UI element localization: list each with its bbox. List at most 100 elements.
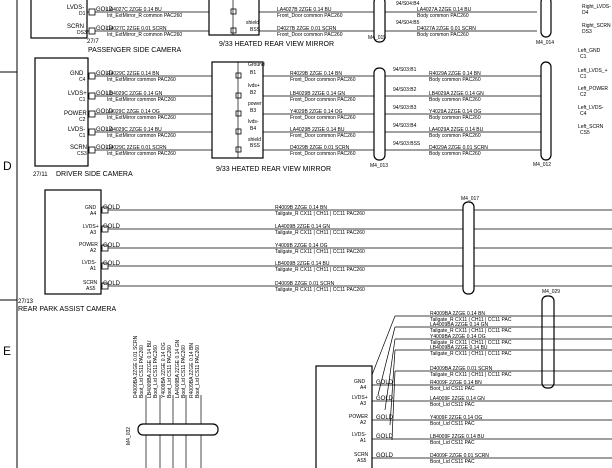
pin-sub: C2 <box>79 117 86 123</box>
component-id: 27/11 <box>33 172 48 178</box>
pin-sub: D1 <box>79 11 86 17</box>
pin-sub: CS3 <box>77 151 87 157</box>
passenger-camera-box[interactable] <box>30 0 88 39</box>
right-label: Right_SCRN <box>582 23 611 29</box>
wire-label: D4009F 2ZGE 0.01 SCRN <box>430 453 489 459</box>
right-label: Right_LVDS- <box>582 4 611 10</box>
right-label: Left_POWER <box>578 86 608 92</box>
splice-label: M4_029 <box>542 289 560 295</box>
right-sub: D4 <box>582 10 589 16</box>
wire-gold: GOLD <box>103 281 121 287</box>
wire-label: Y4009F 2ZGE 0.14 OG <box>430 415 482 421</box>
bss-label: BSS <box>250 27 261 33</box>
splice-m4-013[interactable] <box>373 67 386 161</box>
ground-label: Ground <box>248 62 265 68</box>
wire-label: Boot_Lid CS11 PAC <box>430 421 475 427</box>
right-sub: CS5 <box>580 130 590 136</box>
wire-label: LB4029A 2ZGE 0.14 GN <box>429 91 484 97</box>
wire-gold: GOLD <box>103 205 121 211</box>
wire-label: Tailgate_R CX11 | CH11 | CC11 PAC <box>430 340 512 346</box>
wire-label: Boot_Lid CS11 PAC <box>430 402 475 408</box>
wire-label: R4009BA 2ZGE 0.14 BN <box>189 343 195 398</box>
pin-label: SCRN <box>70 145 87 151</box>
splice-m4-017[interactable] <box>462 201 475 295</box>
wire-label: Body common PAC260 <box>429 133 481 139</box>
wire-label: R4029B 2ZGE 0.14 BN <box>290 71 342 77</box>
pin-label: LVDS- <box>67 5 84 11</box>
pin-sub: C1 <box>79 97 86 103</box>
vertical-bundle <box>137 395 219 468</box>
wire-label: Tailgate_R CX11 | CH11 | CC11 PAC <box>430 328 512 334</box>
driver-pin-labels: GND C4 LVDS+ C1 POWER C2 LVDS- C1 SCRN C… <box>64 71 87 157</box>
wire-label: Boot_Lid CS11 PAC <box>430 459 475 465</box>
splice-pin: 94/S04:B5 <box>396 20 420 26</box>
wire-label: Int_ExtMirror_R common PAC260 <box>107 13 182 19</box>
wire-label: Front_Door common PAC260 <box>290 151 356 157</box>
splice-m4-015[interactable] <box>373 0 386 43</box>
pin-sub: C1 <box>79 133 86 139</box>
component-caption: DRIVER SIDE CAMERA <box>56 171 133 178</box>
wire-label: LA4009BA 2ZGE 0.14 GN <box>175 340 181 398</box>
wire-gold: GOLD <box>376 396 394 402</box>
wire-gold: GOLD <box>96 127 114 133</box>
wire-label: Body common PAC260 <box>429 97 481 103</box>
wire-label: D4009BA 2ZGE 0.01 SCRN <box>430 366 493 372</box>
pin-sub: AS5 <box>86 286 96 292</box>
wire-label: Y4029B 2ZGE 0.14 OG <box>290 109 343 115</box>
wire-label: LA4027B 2ZGE 0.14 BU <box>277 7 332 13</box>
wire-label: LA4029A 2ZGE 0.14 BU <box>429 127 484 133</box>
pin-label: POWER <box>79 242 98 248</box>
pin-sub: A3 <box>360 401 366 407</box>
pin-label: LVDS- <box>352 432 367 438</box>
wire-label: Int_ExtMirror common PAC260 <box>107 133 176 139</box>
wire-label: D4009BA 2ZGE 0.01 SCRN <box>133 335 139 398</box>
wire-label: Body common PAC260 <box>417 13 469 19</box>
wire-label: LA4027C 2ZGE 0.14 BU <box>107 7 162 13</box>
wire-label: Y4009BA 2ZGE 0.14 OG <box>430 334 486 340</box>
right-label: Left_LVDS_+ <box>578 68 608 74</box>
splice-m4-029[interactable] <box>541 295 555 389</box>
wire-label: Front_Door common PAC260 <box>290 133 356 139</box>
wire-label: Boot_Lid CS11 PAC <box>430 440 475 446</box>
wire-label: Y4029A 2ZGE 0.14 OG <box>429 109 481 115</box>
mirror-caption: 9/33 HEATED REAR VIEW MIRROR <box>216 166 331 173</box>
splice-m4-032[interactable] <box>137 423 219 436</box>
splice-pin: 94/S04:B4 <box>396 1 420 7</box>
component-id: 27/13 <box>18 299 34 305</box>
splice-pin: 94/S03:B3 <box>393 105 417 111</box>
pin-b: B1 <box>250 70 256 76</box>
rear-wires <box>101 206 612 290</box>
lower-connector-box[interactable] <box>315 365 373 468</box>
lvds-plus-label: lvds+ <box>248 83 260 89</box>
wire-label: Body common PAC260 <box>429 115 481 121</box>
pin-label: POWER <box>349 414 368 420</box>
wire-label: Int_ExtMirror common PAC260 <box>107 115 176 121</box>
wire-gold: GOLD <box>376 415 394 421</box>
wire-label: D4029B 2ZGE 0.01 SCRN <box>290 145 350 151</box>
wire-label: LB4009B 2ZGE 0.14 BU <box>275 261 330 267</box>
wire-label: Y4029C 2ZGE 0.14 OG <box>107 109 160 115</box>
wire-label: Boot_Lid CS11 PAC260 <box>181 345 187 398</box>
wire-gold: GOLD <box>103 224 121 230</box>
wire-label: LA4009B 2ZGE 0.14 GN <box>275 224 330 230</box>
pin-b: B4 <box>250 126 256 132</box>
wire-label: Boot_Lid CS11 PAC260 <box>139 345 145 398</box>
wire-label: LB4009F 2ZGE 0.14 BU <box>430 434 485 440</box>
wire-label: R4009B 2ZGE 0.14 BN <box>275 205 327 211</box>
driver-wire-labels: GOLD R4029C 2ZGE 0.14 BN Int_ExtMirror c… <box>96 71 488 157</box>
wire-label: Boot_Lid CS11 PAC260 <box>195 345 201 398</box>
splice-label: M4_014 <box>536 40 554 46</box>
wire-label: Tailgate_R CX11 | CH11 | CC11 PAC260 <box>275 267 365 273</box>
zone-e-label: E <box>3 344 11 358</box>
rear-camera-box[interactable] <box>44 189 102 295</box>
wire-label: Tailgate_R CX11 | CH11 | CC11 PAC <box>430 372 512 378</box>
pin-sub: DS3 <box>77 30 87 36</box>
wire-label: Boot_Lid CS11 PAC260 <box>153 345 159 398</box>
splice-m4-012[interactable] <box>540 61 552 161</box>
splice-label: M4_017 <box>461 196 479 202</box>
splice-m4-014[interactable] <box>540 0 552 38</box>
wire-label: R4029C 2ZGE 0.14 BN <box>107 71 160 77</box>
driver-camera-box[interactable] <box>34 57 89 167</box>
lower-wire-labels: GOLD R4009F 2ZGE 0.14 BN Boot_Lid CS11 P… <box>376 380 489 465</box>
right-label: Left_LVDS- <box>578 105 604 111</box>
